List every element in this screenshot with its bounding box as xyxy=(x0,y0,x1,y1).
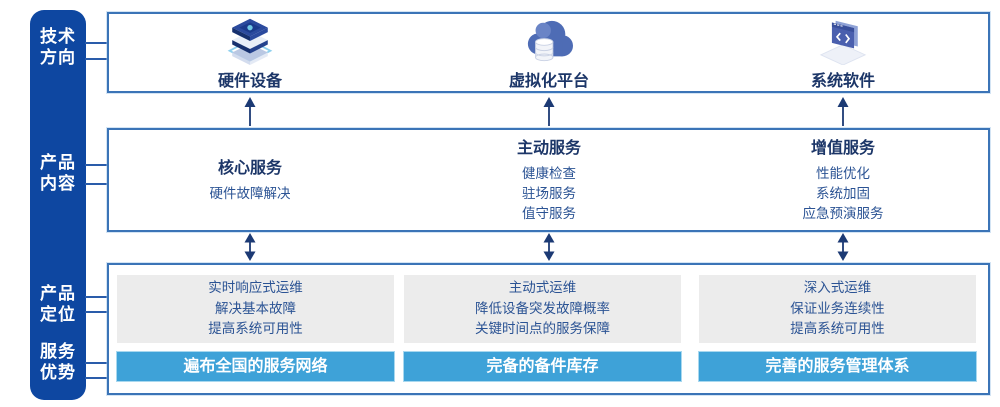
tech-item-label: 虚拟化平台 xyxy=(508,73,589,90)
tech-item-label: 系统软件 xyxy=(810,73,875,90)
service-item: 值守服务 xyxy=(522,205,576,221)
positioning-column-deep: 深入式运维 保证业务连续性 提高系统可用性 完善的服务管理体系 xyxy=(699,265,976,381)
sidebar-label-service-advantage: 服务 优势 xyxy=(30,341,86,383)
advantage-banner: 完备的备件库存 xyxy=(404,352,681,381)
sidebar-label-line: 内容 xyxy=(40,174,76,193)
positioning-text-panel: 实时响应式运维 解决基本故障 提高系统可用性 xyxy=(117,275,394,343)
service-column-title: 核心服务 xyxy=(217,159,282,177)
connector-line xyxy=(85,183,109,185)
connector-line xyxy=(85,362,109,364)
positioning-line: 提高系统可用性 xyxy=(208,321,303,337)
tech-item-system-software: 系统软件 xyxy=(733,14,953,91)
tech-item-hardware: 硬件设备 xyxy=(140,14,360,91)
double-arrow xyxy=(244,233,256,261)
service-column-title: 增值服务 xyxy=(810,139,875,157)
service-item: 系统加固 xyxy=(816,185,870,201)
service-item: 健康检查 xyxy=(522,165,576,181)
positioning-column-proactive: 主动式运维 降低设备突发故障概率 关键时间点的服务保障 完备的备件库存 xyxy=(404,265,681,381)
positioning-line: 实时响应式运维 xyxy=(208,280,303,296)
tech-item-virtualization: 虚拟化平台 xyxy=(439,14,659,91)
product-content-panel: 核心服务 硬件故障解决 主动服务 健康检查 驻场服务 值守服务 增值服务 性能优… xyxy=(107,128,990,232)
up-arrow xyxy=(244,97,256,126)
sidebar-label-line: 定位 xyxy=(40,305,76,324)
positioning-text-panel: 深入式运维 保证业务连续性 提高系统可用性 xyxy=(699,275,976,343)
advantage-banner: 遍布全国的服务网络 xyxy=(117,352,394,381)
up-arrow xyxy=(543,97,555,126)
positioning-line: 解决基本故障 xyxy=(215,300,296,316)
sidebar-label-line: 技术 xyxy=(40,27,76,46)
positioning-line: 提高系统可用性 xyxy=(790,321,885,337)
service-column-value-added: 增值服务 性能优化 系统加固 应急预演服务 xyxy=(733,130,953,230)
sidebar-label-product-content: 产品 内容 xyxy=(30,152,86,194)
service-item: 应急预演服务 xyxy=(802,205,884,221)
positioning-panel: 实时响应式运维 解决基本故障 提高系统可用性 遍布全国的服务网络 主动式运维 降… xyxy=(107,263,990,395)
sidebar-label-line: 产品 xyxy=(40,284,76,303)
positioning-text-panel: 主动式运维 降低设备突发故障概率 关键时间点的服务保障 xyxy=(404,275,681,343)
sidebar-label-line: 优势 xyxy=(40,363,76,382)
sidebar-rail: 技术 方向 产品 内容 产品 定位 服务 优势 xyxy=(30,10,86,400)
sidebar-label-product-positioning: 产品 定位 xyxy=(30,283,86,325)
service-column-proactive: 主动服务 健康检查 驻场服务 值守服务 xyxy=(439,130,659,230)
double-arrow xyxy=(837,233,849,261)
connector-line xyxy=(85,296,109,298)
service-item: 性能优化 xyxy=(816,165,870,181)
tech-item-label: 硬件设备 xyxy=(217,73,282,90)
positioning-line: 主动式运维 xyxy=(508,280,577,296)
double-arrow xyxy=(543,233,555,261)
positioning-line: 降低设备突发故障概率 xyxy=(475,300,610,316)
service-item: 硬件故障解决 xyxy=(209,185,291,201)
positioning-column-realtime: 实时响应式运维 解决基本故障 提高系统可用性 遍布全国的服务网络 xyxy=(117,265,394,381)
service-item: 驻场服务 xyxy=(522,185,576,201)
code-window-icon xyxy=(819,20,867,65)
connector-line xyxy=(85,377,109,379)
sidebar-label-line: 产品 xyxy=(40,153,76,172)
connector-line xyxy=(85,42,109,44)
sidebar-label-line: 服务 xyxy=(40,342,76,361)
connector-line xyxy=(85,58,109,60)
sidebar-label-tech-direction: 技术 方向 xyxy=(30,26,86,68)
server-stack-icon xyxy=(227,18,273,65)
tech-direction-panel: 硬件设备 虚拟化平台 xyxy=(107,12,990,93)
service-column-title: 主动服务 xyxy=(516,139,581,157)
cloud-database-icon xyxy=(527,20,573,62)
up-arrow xyxy=(837,97,849,126)
connector-line xyxy=(85,164,109,166)
service-column-core: 核心服务 硬件故障解决 xyxy=(140,130,360,230)
positioning-line: 深入式运维 xyxy=(803,280,872,296)
positioning-line: 关键时间点的服务保障 xyxy=(475,321,610,337)
sidebar-label-line: 方向 xyxy=(40,48,76,67)
positioning-line: 保证业务连续性 xyxy=(790,300,885,316)
connector-line xyxy=(85,311,109,313)
advantage-banner: 完善的服务管理体系 xyxy=(699,352,976,381)
